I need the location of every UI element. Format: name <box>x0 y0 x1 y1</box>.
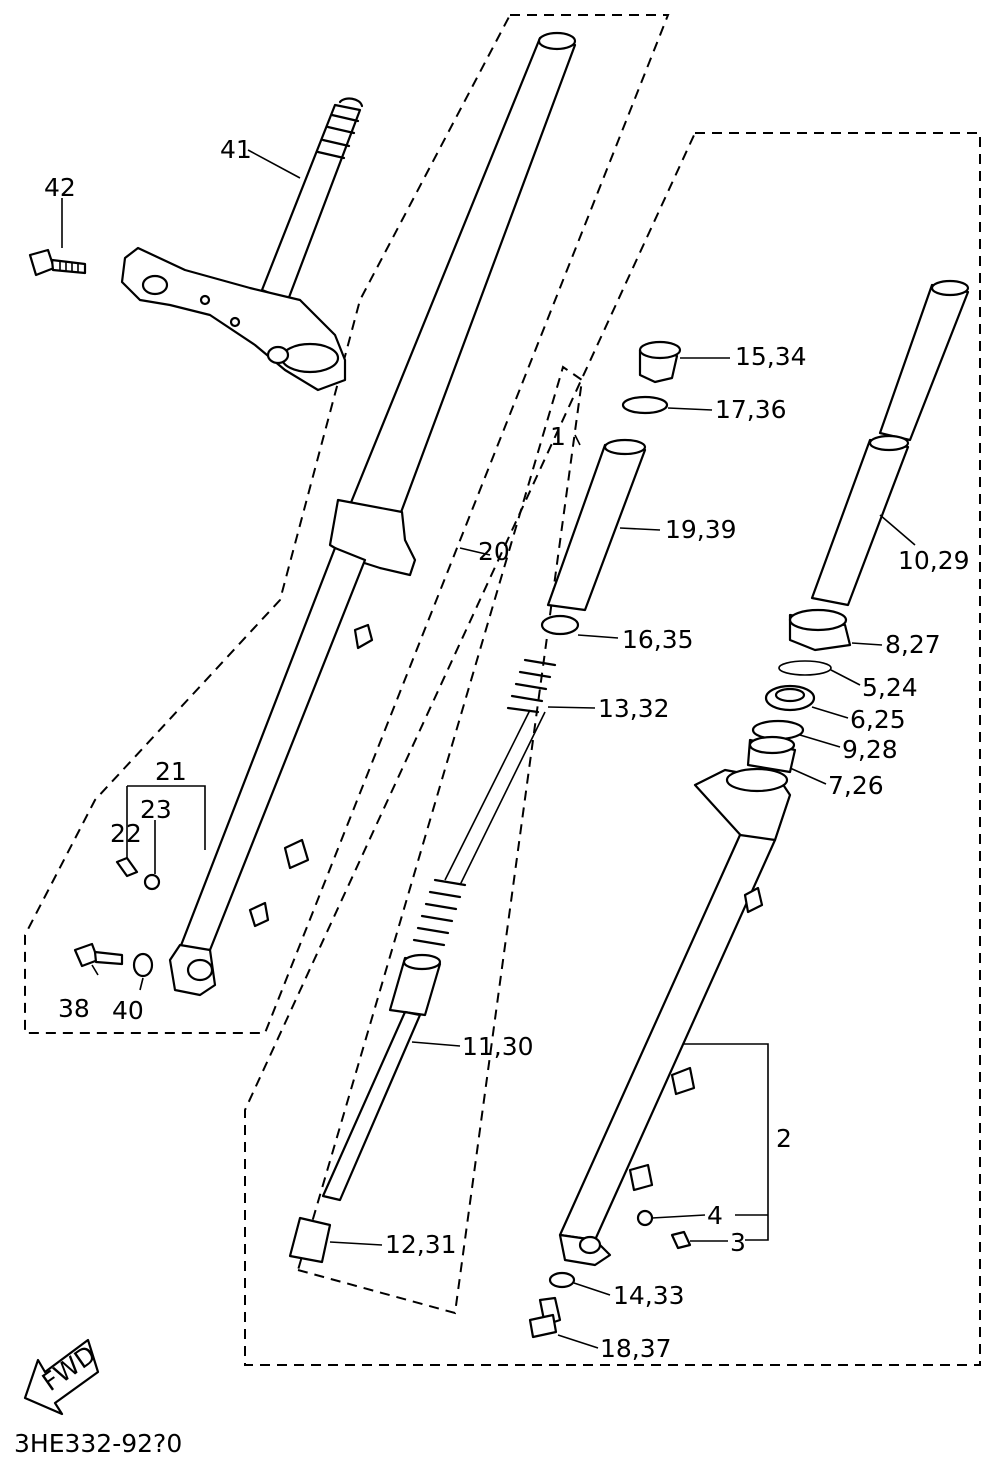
spacer-19-part <box>546 438 647 612</box>
label-15-34: 15,34 <box>735 342 807 371</box>
label-7-26: 7,26 <box>828 771 884 800</box>
right-assembly-outline <box>244 132 981 1366</box>
dust-seal-8-part <box>788 608 852 652</box>
label-1: 1 <box>550 422 566 451</box>
label-16-35: 16,35 <box>622 625 694 654</box>
label-11-30: 11,30 <box>462 1032 534 1061</box>
damper-rod-11-part <box>321 953 442 1202</box>
label-8-27: 8,27 <box>885 630 941 659</box>
bolt-42-part <box>28 248 87 277</box>
label-40: 40 <box>112 996 144 1025</box>
bolt-38-part <box>73 942 124 968</box>
washer-14-part <box>548 1271 576 1289</box>
clip-5-part <box>778 660 832 676</box>
label-18-37: 18,37 <box>600 1334 672 1363</box>
label-14-33: 14,33 <box>613 1281 685 1310</box>
label-10-29: 10,29 <box>898 546 970 575</box>
under-bracket-part <box>120 246 347 392</box>
label-42: 42 <box>44 173 76 202</box>
label-17-36: 17,36 <box>715 395 787 424</box>
label-38: 38 <box>58 994 90 1023</box>
label-13-32: 13,32 <box>598 694 670 723</box>
bolt-18-part <box>528 1296 562 1339</box>
washer-4-part <box>636 1209 654 1227</box>
label-22: 22 <box>110 819 142 848</box>
o-ring-17-part <box>621 395 669 415</box>
figure-code: 3HE332-92?0 <box>14 1429 182 1458</box>
inner-tube-10-part <box>810 279 970 607</box>
washer-40-part <box>132 952 154 978</box>
inner-assembly-outline <box>296 365 584 1315</box>
leader-lines <box>61 149 916 1349</box>
outer-tube-left-part <box>168 31 577 997</box>
label-20: 20 <box>478 537 510 566</box>
bolt-22-part <box>115 856 139 878</box>
cap-bolt-15-part <box>638 340 682 384</box>
slide-metal-7-part <box>746 735 797 774</box>
label-21: 21 <box>155 757 187 786</box>
washer-23-part <box>143 873 161 891</box>
label-4: 4 <box>707 1201 723 1230</box>
label-6-25: 6,25 <box>850 705 906 734</box>
left-assembly-outline <box>24 14 670 1034</box>
fork-spring-13-part <box>412 658 557 947</box>
steering-stem-part <box>260 97 364 302</box>
label-3: 3 <box>730 1228 746 1257</box>
outer-tube-right-part <box>558 767 792 1267</box>
label-19-39: 19,39 <box>665 515 737 544</box>
label-5-24: 5,24 <box>862 673 918 702</box>
oil-seal-6-part <box>764 684 816 712</box>
oil-lock-piece-12-part <box>288 1216 332 1264</box>
label-23: 23 <box>140 795 172 824</box>
label-12-31: 12,31 <box>385 1230 457 1259</box>
label-9-28: 9,28 <box>842 735 898 764</box>
label-41: 41 <box>220 135 252 164</box>
label-2: 2 <box>776 1124 792 1153</box>
fwd-arrow-icon <box>23 1338 100 1416</box>
bolt-3-part <box>670 1230 692 1250</box>
part-labels: 41 42 20 21 23 22 38 40 1 15,34 17,36 19… <box>14 135 970 1458</box>
spring-seat-16-part <box>540 614 580 636</box>
